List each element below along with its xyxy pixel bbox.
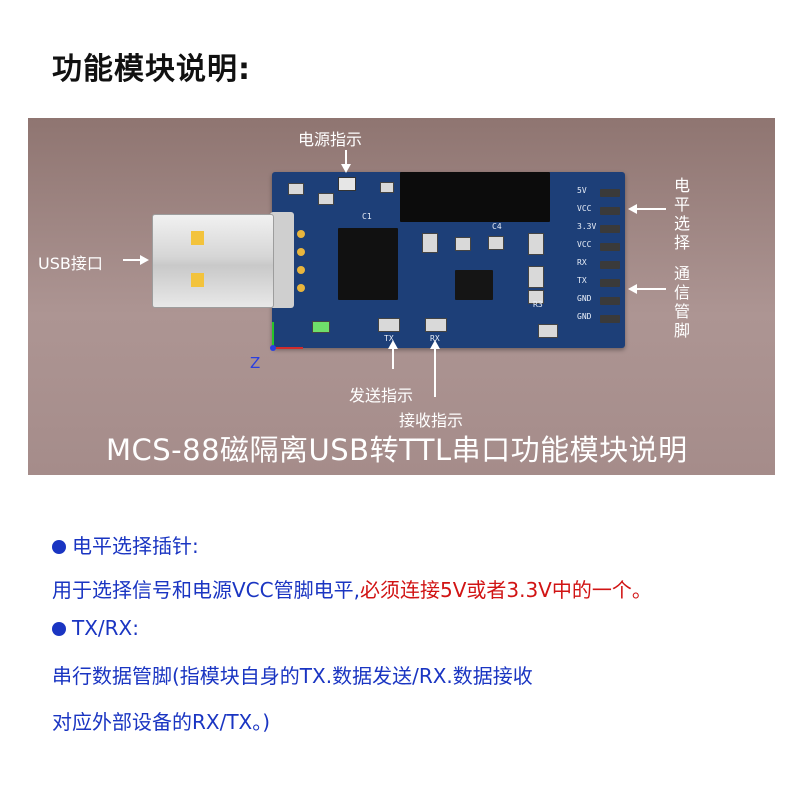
usb-plug <box>152 214 274 308</box>
pin-label: TX <box>577 276 587 285</box>
smd-part <box>528 266 544 288</box>
silk-rx: RX <box>430 334 440 343</box>
header-pin <box>600 279 620 287</box>
arrow-up-icon <box>430 340 440 349</box>
main-ic <box>338 228 398 300</box>
pin-label: VCC <box>577 204 592 213</box>
axis-z-label: Z <box>250 354 261 372</box>
smd-part <box>528 233 544 255</box>
txrx-heading-text: TX/RX: <box>72 616 139 640</box>
arrow-left-icon <box>628 204 637 214</box>
small-ic <box>455 270 493 300</box>
smd-part <box>380 182 394 193</box>
usb-pin <box>191 231 204 245</box>
header-pin <box>600 297 620 305</box>
pin-label: GND <box>577 312 592 321</box>
arrow-shaft <box>636 208 666 210</box>
silk-c1: C1 <box>362 212 372 221</box>
silk-tx: TX <box>384 334 394 343</box>
usb-connector-body <box>270 212 294 308</box>
arrow-down-icon <box>341 164 351 173</box>
level-select-text: 用于选择信号和电源VCC管脚电平, <box>52 578 360 602</box>
bullet-icon <box>52 540 66 554</box>
header-pin <box>600 315 620 323</box>
silk-r3: R3 <box>533 300 543 309</box>
arrow-right-icon <box>140 255 149 265</box>
arrow-shaft <box>345 150 347 166</box>
pin-label: 3.3V <box>577 222 597 231</box>
pin-label: GND <box>577 294 592 303</box>
header-pin <box>600 243 620 251</box>
tx-led <box>378 318 400 332</box>
figure-caption: MCS-88磁隔离USB转TTL串口功能模块说明 <box>106 433 688 467</box>
arrow-shaft <box>636 288 666 290</box>
arrow-up-icon <box>388 340 398 349</box>
smd-part <box>288 183 304 195</box>
level-select-description: 用于选择信号和电源VCC管脚电平,必须连接5V或者3.3V中的一个。 <box>52 574 652 603</box>
smd-part <box>318 193 334 205</box>
axis-gizmo <box>270 322 303 351</box>
header-pin <box>600 207 620 215</box>
comm-pins-label: 通信管脚 <box>673 264 690 340</box>
page-title: 功能模块说明: <box>52 52 251 87</box>
usb-solder-pad <box>297 248 305 256</box>
rx-led <box>425 318 447 332</box>
smd-part <box>422 233 438 253</box>
usb-pin <box>191 273 204 287</box>
smd-part <box>538 324 558 338</box>
usb-port-label: USB接口 <box>38 254 103 273</box>
smd-part <box>488 236 504 250</box>
txrx-description-line2: 对应外部设备的RX/TX。) <box>52 710 271 734</box>
black-module-block <box>400 172 550 222</box>
power-indicator-label: 电源指示 <box>298 130 363 149</box>
level-select-heading: 电平选择插针: <box>52 530 199 559</box>
silk-c4: C4 <box>492 222 502 231</box>
txrx-heading: TX/RX: <box>52 616 139 640</box>
arrow-left-icon <box>628 284 637 294</box>
usb-solder-pad <box>297 266 305 274</box>
tx-indicator-label: 发送指示 <box>349 386 414 405</box>
bullet-icon <box>52 622 66 636</box>
header-pin <box>600 225 620 233</box>
pin-label: VCC <box>577 240 592 249</box>
rx-indicator-label: 接收指示 <box>399 411 464 430</box>
usb-solder-pad <box>297 284 305 292</box>
arrow-shaft <box>434 347 436 397</box>
level-select-label: 电平选择 <box>673 176 690 252</box>
txrx-description-line1: 串行数据管脚(指模块自身的TX.数据发送/RX.数据接收 <box>52 664 533 688</box>
level-select-warning: 必须连接5V或者3.3V中的一个。 <box>359 578 652 602</box>
usb-solder-pad <box>297 230 305 238</box>
pin-label: 5V <box>577 186 587 195</box>
pin-label-column: 5V VCC 3.3V VCC RX TX GND GND <box>577 186 599 330</box>
header-pin <box>600 189 620 197</box>
header-pin <box>600 261 620 269</box>
green-led <box>312 321 330 333</box>
arrow-shaft <box>123 259 141 261</box>
power-led <box>338 177 356 191</box>
smd-part <box>528 290 544 304</box>
smd-part <box>455 237 471 251</box>
pin-label: RX <box>577 258 587 267</box>
level-select-heading-text: 电平选择插针: <box>72 534 199 558</box>
arrow-shaft <box>392 347 394 369</box>
